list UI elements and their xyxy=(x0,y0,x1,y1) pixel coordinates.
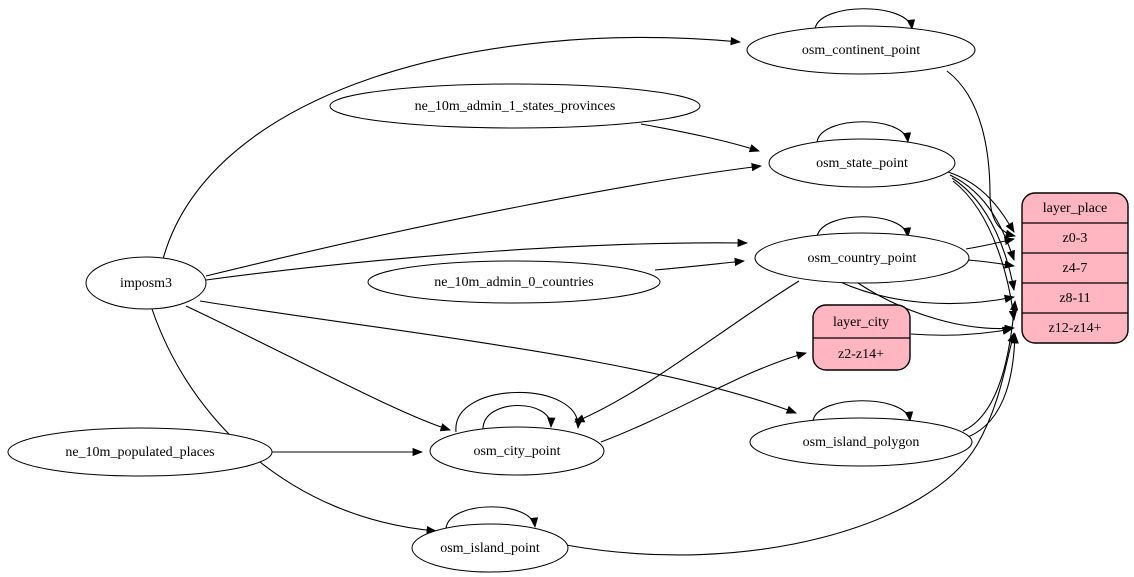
node-ne_10m_admin_0_countries: ne_10m_admin_0_countries xyxy=(367,260,661,304)
node-osm_country_point: osm_country_point xyxy=(754,232,970,284)
edge-osm_continent_point-z0-3 xyxy=(946,70,1017,238)
ne_10m_admin_1_states_provinces-label: ne_10m_admin_1_states_provinces xyxy=(415,99,616,114)
record-layer_city: layer_city z2-z14+ xyxy=(812,304,911,371)
selfloop-inner-osm_city_point xyxy=(482,404,556,430)
selfloop-osm_country_point xyxy=(816,216,912,239)
selfloop-osm_island_polygon xyxy=(812,400,914,423)
imposm3-shape xyxy=(85,256,207,310)
osm_island_point-label: osm_island_point xyxy=(440,541,540,556)
node-ne_10m_populated_places: ne_10m_populated_places xyxy=(7,427,273,477)
edge-osm_country_point-z4-7 xyxy=(967,259,1016,269)
osm_city_point-shape xyxy=(429,426,605,476)
layer_place-row-z0-3: z0-3 xyxy=(1063,231,1088,246)
edge-ne_10m_admin_0_countries-osm_country_point xyxy=(654,257,746,271)
edge-osm_country_point-z0-3 xyxy=(965,236,1016,250)
edge-osm_state_point-z4-7 xyxy=(949,174,1015,261)
edge-osm_state_point-z0-3 xyxy=(947,171,1015,233)
edge-imposm3-osm_continent_point xyxy=(162,36,742,260)
node-osm_island_polygon: osm_island_polygon xyxy=(749,417,973,467)
osm_island_polygon-shape xyxy=(749,417,973,467)
edge-osm_country_point-osm_city_point xyxy=(574,280,800,423)
layer_place-row-z8-11: z8-11 xyxy=(1059,291,1090,306)
edge-osm_island_polygon-z8-11 xyxy=(962,299,1019,432)
osm_city_point-label: osm_city_point xyxy=(473,444,560,459)
node-group: imposm3 ne_10m_admin_1_states_provinces … xyxy=(7,25,976,573)
osm_island_point-shape xyxy=(411,523,569,573)
osm_continent_point-shape xyxy=(746,25,976,75)
edge-imposm3-osm_island_polygon xyxy=(199,300,797,414)
osm_state_point-shape xyxy=(768,138,956,188)
node-imposm3: imposm3 xyxy=(85,256,207,310)
node-osm_city_point: osm_city_point xyxy=(429,426,605,476)
edge-osm_city_point-layer_city xyxy=(600,351,808,443)
edge-osm_country_point-z12-z14 xyxy=(857,282,1016,333)
osm_island_polygon-label: osm_island_polygon xyxy=(803,435,920,450)
selfloop-osm_state_point xyxy=(816,121,912,144)
selfloop-osm_island_point xyxy=(445,506,539,529)
ne_10m_admin_0_countries-label: ne_10m_admin_0_countries xyxy=(434,275,593,290)
layer_place-title: layer_place xyxy=(1043,201,1108,216)
edge-osm_island_point-z12-z14 xyxy=(565,331,1016,556)
edge-osm_country_point-z8-11 xyxy=(837,280,1016,305)
layer_city-title: layer_city xyxy=(833,315,889,330)
layer_place-row-z12-z14: z12-z14+ xyxy=(1049,321,1102,336)
node-ne_10m_admin_1_states_provinces: ne_10m_admin_1_states_provinces xyxy=(329,83,701,129)
selfloop-outer-osm_city_point xyxy=(455,391,583,433)
ne_10m_admin_0_countries-shape xyxy=(367,260,661,304)
ne_10m_admin_1_states_provinces-shape xyxy=(329,83,701,129)
edge-imposm3-osm_island_point xyxy=(151,308,438,535)
node-osm_state_point: osm_state_point xyxy=(768,138,956,188)
layer_place-row-z4-7: z4-7 xyxy=(1063,261,1088,276)
edge-imposm3-osm_state_point xyxy=(205,163,763,277)
record-layer_place: layer_place z0-3 z4-7 z8-11 z12-z14+ xyxy=(1021,192,1129,344)
imposm3-label: imposm3 xyxy=(120,276,172,291)
osm_state_point-label: osm_state_point xyxy=(816,156,908,171)
osm_country_point-label: osm_country_point xyxy=(808,251,917,266)
edge-osm_island_polygon-z12-z14 xyxy=(967,332,1019,438)
selfloop-osm_continent_point xyxy=(814,8,916,31)
layer_place-box xyxy=(1021,192,1129,344)
ne_10m_populated_places-label: ne_10m_populated_places xyxy=(65,445,214,460)
osm_country_point-shape xyxy=(754,232,970,284)
edge-layer_city-z12-z14 xyxy=(910,326,1014,336)
edge-imposm3-osm_city_point xyxy=(185,305,451,432)
osm_continent_point-label: osm_continent_point xyxy=(802,43,920,58)
edge-osm_state_point-z8-11 xyxy=(951,177,1017,292)
ne_10m_populated_places-shape xyxy=(7,427,273,477)
node-osm_island_point: osm_island_point xyxy=(411,523,569,573)
edge-ne_10m_admin_1_states_provinces-osm_state_point xyxy=(640,123,760,153)
edge-imposm3-osm_country_point xyxy=(205,238,749,281)
layer_city-row-z2-z14: z2-z14+ xyxy=(838,347,884,362)
node-osm_continent_point: osm_continent_point xyxy=(746,25,976,75)
